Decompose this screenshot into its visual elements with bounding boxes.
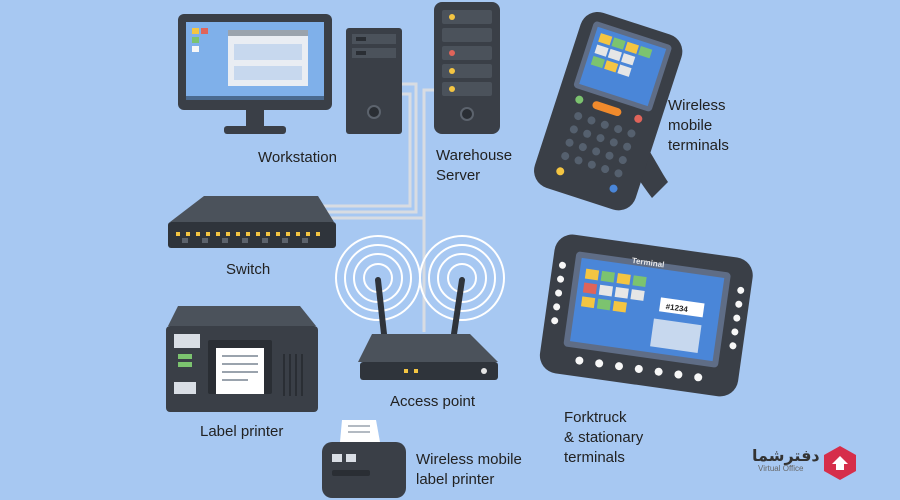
label-printer-icon <box>166 306 318 412</box>
brand-logo: دفترشما Virtual Office <box>752 446 892 474</box>
switch-label: Switch <box>226 261 271 278</box>
cables <box>318 82 434 332</box>
switch-icon <box>168 196 336 248</box>
forktruck-terminals-label: Forktruck & stationary terminals <box>564 409 644 466</box>
access-point-icon <box>335 235 505 380</box>
terminal-screen-code: #1234 <box>665 302 689 314</box>
label-printer-label: Label printer <box>200 423 284 440</box>
wireless-mobile-terminal-icon <box>534 11 683 211</box>
workstation-icon <box>178 14 332 134</box>
warehouse-server-icon <box>434 2 500 134</box>
warehouse-server-label: Warehouse Server <box>436 147 513 184</box>
desktop-tower-icon <box>346 28 402 134</box>
forktruck-terminal-icon <box>539 234 753 397</box>
brand-name: دفترشما <box>752 446 820 465</box>
terminal-screen-title: Terminal <box>631 256 665 269</box>
mobile-label-printer-icon <box>322 420 406 498</box>
access-point-label: Access point <box>390 393 476 410</box>
wireless-mobile-terminals-label: Wireless mobile terminals <box>668 97 729 154</box>
brand-logo-icon <box>824 446 856 480</box>
wireless-mobile-label-printer-label: Wireless mobile label printer <box>416 451 522 488</box>
workstation-label: Workstation <box>258 149 337 166</box>
brand-tagline: Virtual Office <box>758 464 804 473</box>
